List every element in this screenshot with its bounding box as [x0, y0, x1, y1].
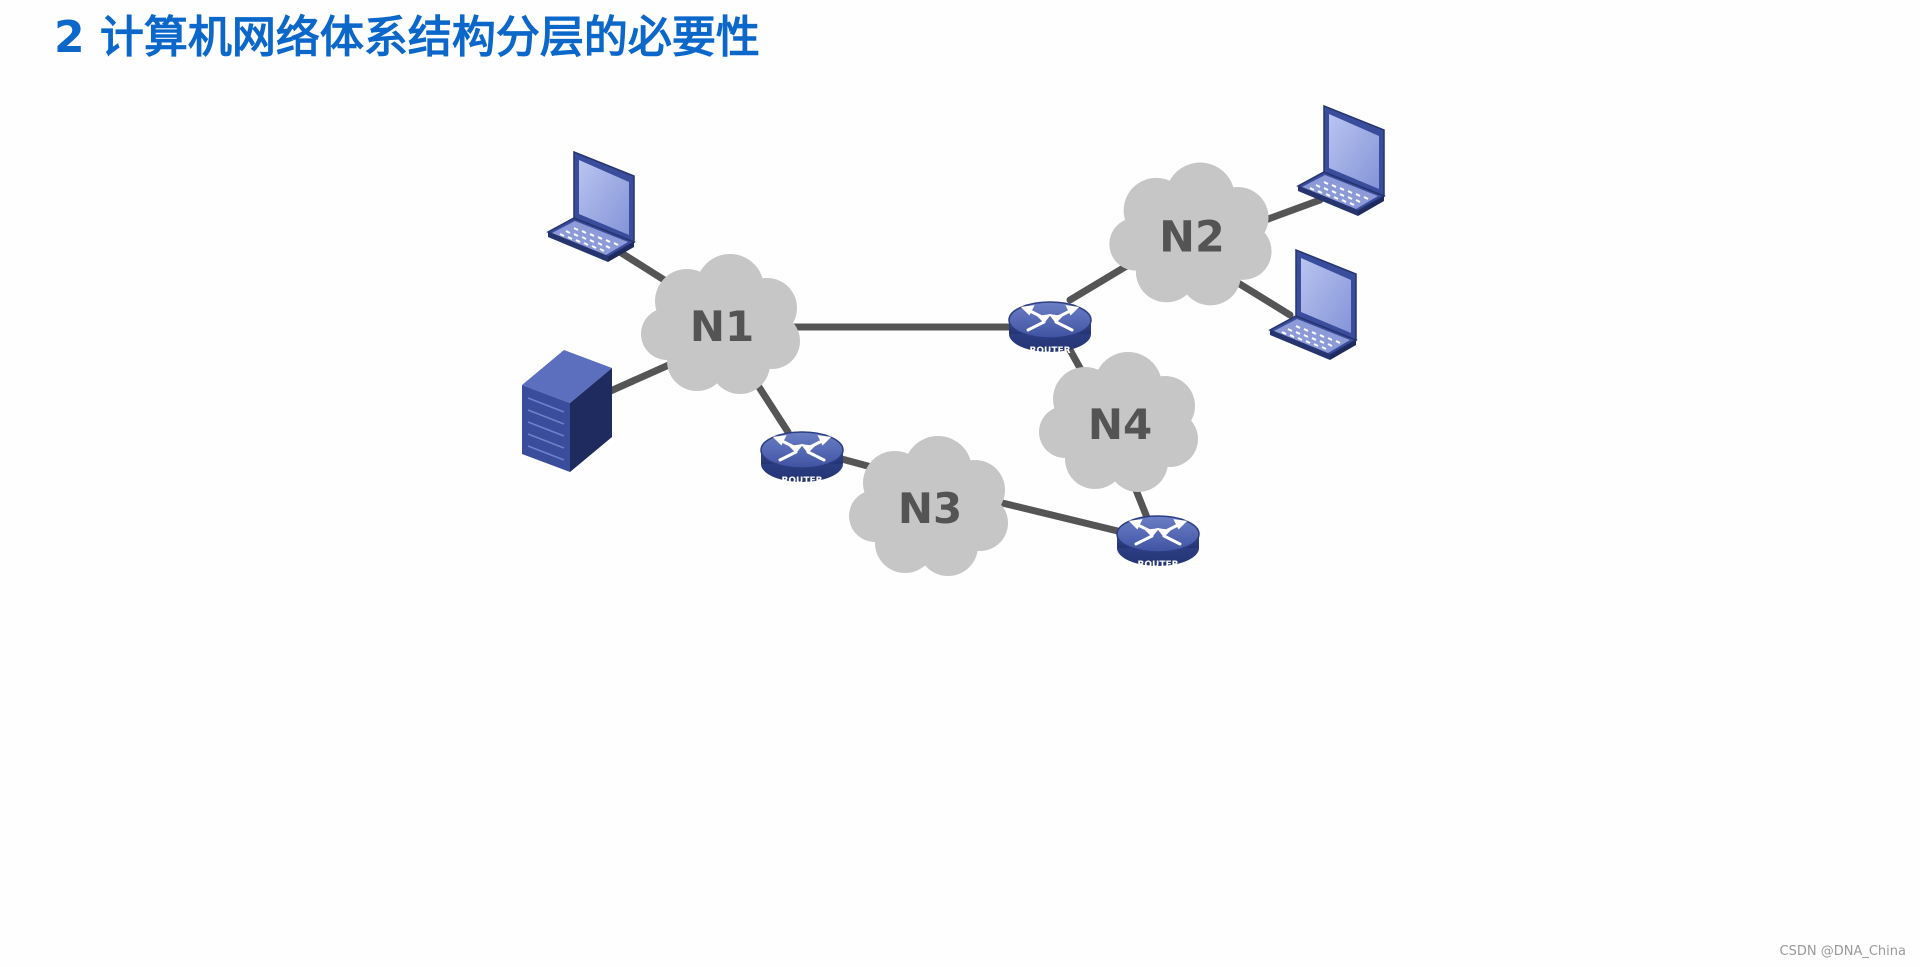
network-cloud-n3: N3 — [849, 436, 1008, 576]
server-icon — [522, 350, 612, 472]
router-n3-n4-icon: ROUTER — [1115, 514, 1201, 570]
link-n2-laptop-n2-b — [1226, 274, 1294, 319]
cloud-label-n3: N3 — [898, 484, 962, 533]
router-label: ROUTER — [781, 476, 822, 486]
cloud-label-n4: N4 — [1088, 400, 1152, 449]
network-cloud-n4: N4 — [1039, 352, 1198, 492]
laptop-icon — [1269, 249, 1357, 361]
watermark: CSDN @DNA_China — [1779, 944, 1906, 959]
link-n3-router-n3-n4 — [986, 496, 1134, 538]
page-title: 2 计算机网络体系结构分层的必要性 — [54, 12, 760, 63]
router-label: ROUTER — [1137, 560, 1178, 570]
router-n1-n3-icon: ROUTER — [759, 430, 845, 486]
link-n2-laptop-n2-a — [1256, 196, 1324, 226]
router-label: ROUTER — [1029, 346, 1070, 356]
router-n1-n2-icon: ROUTER — [1007, 300, 1093, 356]
network-cloud-n1: N1 — [641, 254, 800, 394]
laptop-icon — [547, 151, 635, 263]
laptop-icon — [1297, 105, 1385, 217]
network-cloud-n2: N2 — [1109, 162, 1272, 306]
cloud-label-n1: N1 — [690, 302, 754, 351]
cloud-label-n2: N2 — [1159, 212, 1225, 262]
